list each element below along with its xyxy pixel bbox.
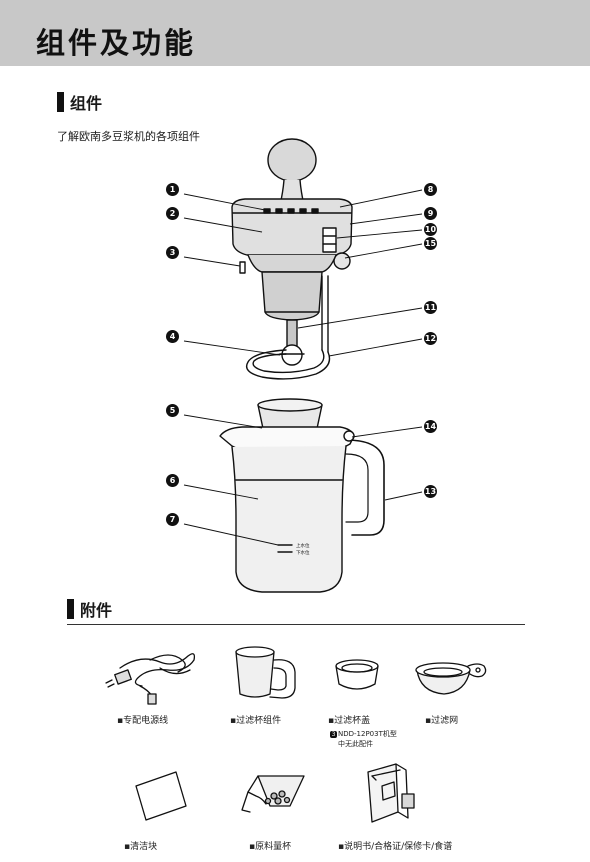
callout-11: 11 (424, 301, 437, 314)
callout-1: 1 (166, 183, 179, 196)
filter-cup-lid-icon (335, 659, 379, 690)
filter-mesh-icon (415, 662, 487, 695)
callout-12: 12 (424, 332, 437, 345)
accessory-text: 说明书/合格证/保修卡/食谱 (344, 842, 453, 852)
note-marker: 3 (330, 731, 337, 738)
components-section-heading: 组件 (57, 90, 102, 114)
callout-3: 3 (166, 246, 179, 259)
callout-8: 8 (424, 183, 437, 196)
callout-2: 2 (166, 207, 179, 220)
power-cord-icon (105, 653, 196, 705)
section-divider (67, 624, 525, 625)
accessory-label-manuals: ▪说明书/合格证/保修卡/食谱 (338, 842, 453, 852)
callout-10: 10 (424, 223, 437, 236)
callout-9: 9 (424, 207, 437, 220)
accessory-label-filter-cup: ▪过滤杯组件 (230, 716, 282, 726)
accessory-label-filter-mesh: ▪过滤网 (425, 716, 459, 726)
accessory-label-cleaning-pad: ▪清洁块 (124, 842, 158, 852)
accessory-text: 过滤杯盖 (334, 716, 371, 726)
accessory-label-filter-cup-lid: ▪过滤杯盖 (328, 716, 371, 726)
accessory-label-power-cord: ▪专配电源线 (117, 716, 169, 726)
components-heading: 组件 (70, 94, 103, 113)
jug-body (231, 445, 347, 593)
accessory-text: 原料量杯 (255, 842, 292, 852)
blade (281, 344, 303, 366)
callout-14: 14 (424, 420, 437, 433)
manual-booklet-icon (367, 763, 415, 823)
components-intro: 了解欧南多豆浆机的各项组件 (57, 130, 200, 143)
accessory-label-measuring-cup: ▪原料量杯 (249, 842, 292, 852)
cleaning-pad-icon (135, 771, 187, 821)
outlet-tip (239, 261, 246, 274)
scale-label-lower: 下水位 (296, 549, 310, 556)
side-panel (322, 227, 337, 253)
filter-cup-icon (235, 646, 296, 699)
callout-15: 15 (424, 237, 437, 250)
page-title: 组件及功能 (36, 26, 197, 60)
lid-note-line2: 中无此配件 (338, 740, 373, 748)
callout-4: 4 (166, 330, 179, 343)
lid-note-line1: NDD-12P03T机型 (338, 730, 397, 738)
callout-6: 6 (166, 474, 179, 487)
accessory-text: 专配电源线 (123, 716, 169, 726)
accessory-text: 过滤杯组件 (236, 716, 282, 726)
callout-13: 13 (424, 485, 437, 498)
callout-7: 7 (166, 513, 179, 526)
callout-5: 5 (166, 404, 179, 417)
accessories-heading: 附件 (80, 601, 113, 620)
measuring-cup-icon (241, 775, 305, 813)
section-marker (57, 92, 64, 112)
stand-base (245, 349, 331, 380)
accessory-text: 清洁块 (130, 842, 158, 852)
accessories-section-heading: 附件 (67, 597, 112, 621)
page-header-bar (0, 0, 590, 66)
jug-handle (345, 439, 385, 536)
accessory-text: 过滤网 (431, 716, 459, 726)
scale-label-upper: 上水位 (296, 542, 310, 549)
section-marker (67, 599, 74, 619)
